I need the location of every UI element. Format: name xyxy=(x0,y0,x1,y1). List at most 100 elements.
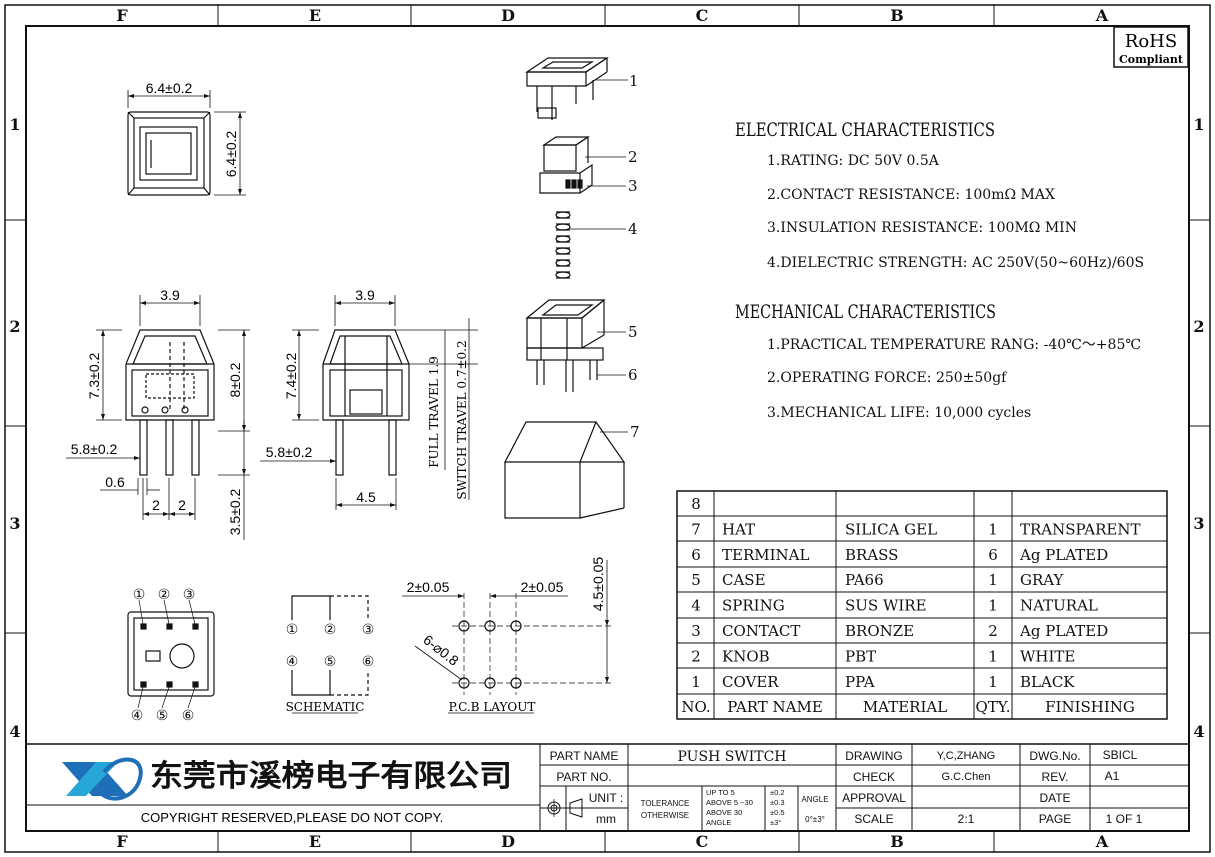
mechanical-item-2: 2.OPERATING FORCE: 250±50gf xyxy=(767,370,1008,386)
rev-label: REV. xyxy=(1042,770,1069,784)
col-label-a: A xyxy=(1095,6,1109,25)
bom-cell-r4-c4: 1 xyxy=(988,571,998,589)
bom-cell-r6-c5: Ag PLATED xyxy=(1019,622,1108,640)
col-label-d-bottom: D xyxy=(501,832,515,851)
bottom-pin-5: ⑤ xyxy=(156,708,169,724)
side-view xyxy=(260,295,478,510)
dim-front-pin-length: 3.5±0.2 xyxy=(227,488,243,535)
tolerance-value-4: ±3° xyxy=(770,818,781,827)
part-label-2: 2 xyxy=(628,148,638,166)
row-label-2-right: 2 xyxy=(1193,317,1204,336)
sheet-border xyxy=(4,4,1211,853)
bom-cell-r5-c3: SUS WIRE xyxy=(845,597,927,615)
schematic-title: SCHEMATIC xyxy=(286,700,365,714)
schematic-pin-6: ⑥ xyxy=(362,654,375,670)
bom-cell-r5-c5: NATURAL xyxy=(1020,597,1098,615)
angle-label: ANGLE xyxy=(801,795,828,804)
col-label-e: E xyxy=(309,6,321,25)
schematic-pin-2: ② xyxy=(324,622,337,638)
rohs-badge: RoHS Compliant xyxy=(1113,26,1189,68)
bom-cell-r8-c2: COVER xyxy=(722,673,779,691)
tolerance-range-1: UP TO 5 xyxy=(706,788,735,797)
bom-cell-r8-c5: BLACK xyxy=(1020,673,1075,691)
title-block xyxy=(26,743,1189,831)
dim-front-pin-width: 5.8±0.2 xyxy=(71,441,118,457)
rohs-subtitle: Compliant xyxy=(1119,53,1184,66)
copyright-notice: COPYRIGHT RESERVED,PLEASE DO NOT COPY. xyxy=(141,810,443,825)
top-view xyxy=(127,90,246,196)
dwg-no-label: DWG.No. xyxy=(1029,749,1080,763)
bom-cell-r7-c3: PBT xyxy=(845,647,876,665)
dim-switch-travel: SWITCH TRAVEL 0.7±0.2 xyxy=(455,340,469,499)
bottom-pin-2: ② xyxy=(158,587,171,603)
part-label-3: 3 xyxy=(628,177,638,195)
schematic-pin-5: ⑤ xyxy=(324,654,337,670)
bom-cell-r2-c2: HAT xyxy=(722,520,755,538)
dim-side-width: 3.9 xyxy=(355,287,375,303)
bom-cell-r7-c1: 2 xyxy=(691,647,701,665)
bom-cell-r6-c2: CONTACT xyxy=(722,622,800,640)
bom-cell-r4-c5: GRAY xyxy=(1020,571,1065,589)
scale-label: SCALE xyxy=(854,812,893,826)
bom-cell-r6-c3: BRONZE xyxy=(845,622,914,640)
bottom-pin-4: ④ xyxy=(131,708,144,724)
col-label-a-bottom: A xyxy=(1095,832,1109,851)
company-name: 东莞市溪榜电子有限公司 xyxy=(150,759,512,794)
schematic-pin-1: ① xyxy=(286,622,299,638)
schematic-pin-3: ③ xyxy=(362,622,375,638)
bom-cell-r2-c4: 1 xyxy=(988,520,998,538)
mechanical-item-3: 3.MECHANICAL LIFE: 10,000 cycles xyxy=(767,405,1031,421)
tolerance-value-1: ±0.2 xyxy=(770,788,785,797)
col-label-c-bottom: C xyxy=(696,832,709,851)
row-label-1-right: 1 xyxy=(1193,115,1204,134)
bom-header-1: NO. xyxy=(681,698,710,716)
bom-header-3: MATERIAL xyxy=(863,698,947,716)
pcb-pitch-left: 2±0.05 xyxy=(407,579,450,595)
bom-header-2: PART NAME xyxy=(727,698,823,716)
pcb-hole: 6-⌀0.8 xyxy=(420,631,462,669)
col-label-d: D xyxy=(501,6,515,25)
bom-cell-r3-c3: BRASS xyxy=(845,546,898,564)
mechanical-item-1: 1.PRACTICAL TEMPERATURE RANG: -40℃～+85℃ xyxy=(767,337,1141,353)
bom-cell-r5-c2: SPRING xyxy=(722,597,785,615)
bom-cell-r5-c4: 1 xyxy=(988,597,998,615)
bottom-pin-6: ⑥ xyxy=(182,708,195,724)
pcb-title: P.C.B LAYOUT xyxy=(449,700,536,714)
bom-cell-r7-c2: KNOB xyxy=(722,647,770,665)
angle-value: 0°±3° xyxy=(805,815,825,824)
check-value: G.C.Chen xyxy=(942,771,991,783)
bom-cell-r8-c1: 1 xyxy=(691,673,701,691)
bom-cell-r8-c3: PPA xyxy=(845,673,875,691)
electrical-heading: ELECTRICAL CHARACTERISTICS xyxy=(735,119,995,141)
unit-label: UNIT : xyxy=(589,791,623,805)
tolerance-label: TOLERANCE xyxy=(641,799,690,808)
tolerance-range-4: ANGLE xyxy=(706,818,731,827)
bom-cell-r4-c1: 5 xyxy=(691,571,701,589)
tolerance-range-3: ABOVE 30 xyxy=(706,808,742,817)
page-label: PAGE xyxy=(1039,812,1071,826)
drawing-label: DRAWING xyxy=(845,749,903,763)
schematic-pin-4: ④ xyxy=(286,654,299,670)
bom-cell-r6-c1: 3 xyxy=(691,622,701,640)
dim-side-base: 4.5 xyxy=(356,489,376,505)
bom-cell-r3-c1: 6 xyxy=(691,546,701,564)
dim-side-height: 7.4±0.2 xyxy=(283,352,299,399)
electrical-item-1: 1.RATING: DC 50V 0.5A xyxy=(767,153,940,169)
bom-cell-r5-c1: 4 xyxy=(691,597,701,615)
unit-value: mm xyxy=(596,812,616,826)
part-label-6: 6 xyxy=(628,366,638,384)
bom-cell-r2-c5: TRANSPARENT xyxy=(1020,520,1140,538)
bom-cell-r6-c4: 2 xyxy=(988,622,998,640)
rev-value: A1 xyxy=(1105,769,1120,783)
bom-header-5: FINISHING xyxy=(1045,698,1135,716)
col-label-c: C xyxy=(696,6,709,25)
schematic xyxy=(291,595,369,714)
date-label: DATE xyxy=(1039,791,1070,805)
dim-pitch-a: 2 xyxy=(152,497,160,513)
row-label-1: 1 xyxy=(9,115,20,134)
dim-front-height-left: 7.3±0.2 xyxy=(86,352,102,399)
otherwise-label: OTHERWISE xyxy=(641,811,689,820)
bom-cell-r4-c2: CASE xyxy=(722,571,766,589)
mechanical-heading: MECHANICAL CHARACTERISTICS xyxy=(735,301,996,323)
